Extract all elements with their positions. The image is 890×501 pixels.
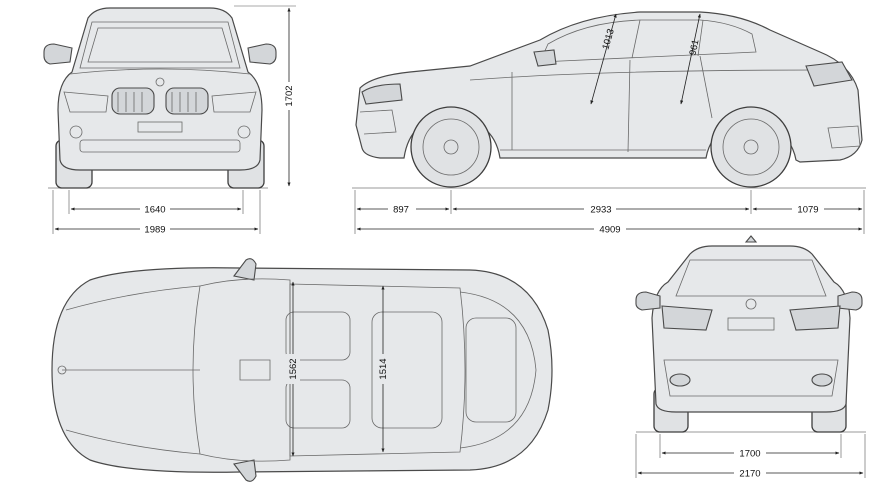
mirror-width-label: 2170 [739,469,760,480]
front-interior-width-label: 1562 [288,358,299,379]
wheelbase-label: 2933 [590,205,611,216]
rear-view [635,235,866,433]
rear-interior-width-label: 1514 [378,358,389,379]
mirror-width-dimension [635,434,866,479]
rear-track-label: 1700 [739,449,760,460]
front-width-dimension: 1989 [52,190,261,236]
front-overhang-label: 897 [393,205,409,216]
front-track-label: 1640 [144,205,165,216]
top-view [51,258,553,482]
overall-height-label: 1702 [284,85,295,106]
overall-height-dimension: 1702 [234,5,296,187]
overall-length-label: 4909 [599,225,620,236]
front-view [43,7,277,189]
front-track-dimension: 1640 [68,190,244,216]
front-width-label: 1989 [144,225,165,236]
rear-overhang-label: 1079 [797,205,818,216]
rear-headroom-label: 961 [688,39,702,57]
rear-track-dimension [659,434,842,459]
side-view [352,11,866,189]
length-dimensions [354,190,865,235]
